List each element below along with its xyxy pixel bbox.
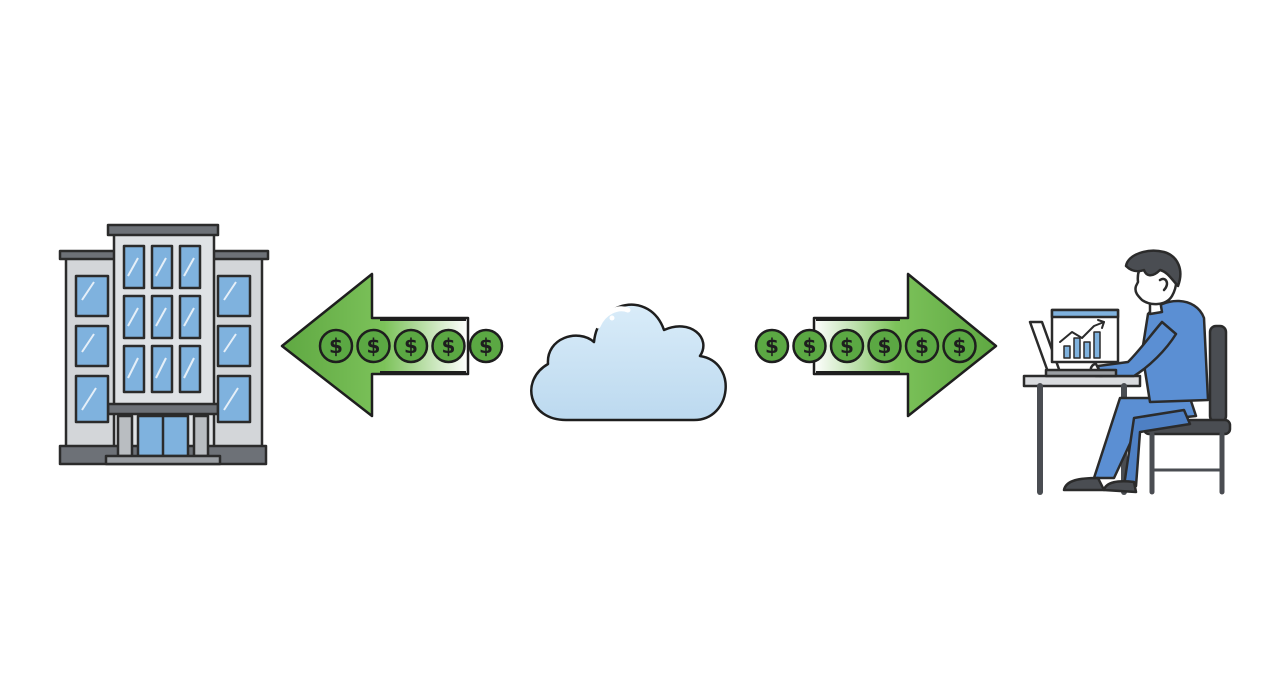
office-building-icon <box>58 223 270 466</box>
coin-right-3 <box>829 328 865 364</box>
coin-symbol-left-5: $ <box>479 334 493 358</box>
coin-symbol-left-3: $ <box>404 334 418 358</box>
coin-symbol-right-2: $ <box>803 334 817 358</box>
coin-symbol-right-6: $ <box>953 334 967 358</box>
coin-symbol-right-4: $ <box>878 334 892 358</box>
cloud-icon <box>530 303 727 422</box>
coin-symbol-left-1: $ <box>329 334 343 358</box>
coin-symbol-left-2: $ <box>367 334 381 358</box>
money-arrow-right-icon: $ $ $ $ $ $ <box>754 272 998 418</box>
coin-symbol-right-3: $ <box>840 334 854 358</box>
coin-symbol-right-1: $ <box>765 334 779 358</box>
coin-right-6 <box>942 328 977 364</box>
coin-row-right: $ $ $ $ $ $ <box>754 328 977 364</box>
coin-left-4 <box>431 328 466 364</box>
money-arrow-left-icon: $ $ $ $ $ <box>280 272 504 418</box>
coin-right-1 <box>754 328 790 364</box>
coin-left-1 <box>318 328 354 364</box>
coin-right-2 <box>792 328 827 364</box>
coin-left-2 <box>356 328 391 364</box>
monitor-chart-icon <box>1050 308 1120 364</box>
coin-left-5 <box>468 328 504 364</box>
coin-symbol-right-5: $ <box>915 334 929 358</box>
coin-row-left: $ $ $ $ $ <box>318 328 504 364</box>
coin-left-3 <box>393 328 429 364</box>
coin-symbol-left-4: $ <box>442 334 456 358</box>
coin-right-5 <box>904 328 940 364</box>
coin-right-4 <box>867 328 902 364</box>
window-reflections <box>81 257 239 411</box>
person-at-laptop-icon <box>1022 249 1232 495</box>
